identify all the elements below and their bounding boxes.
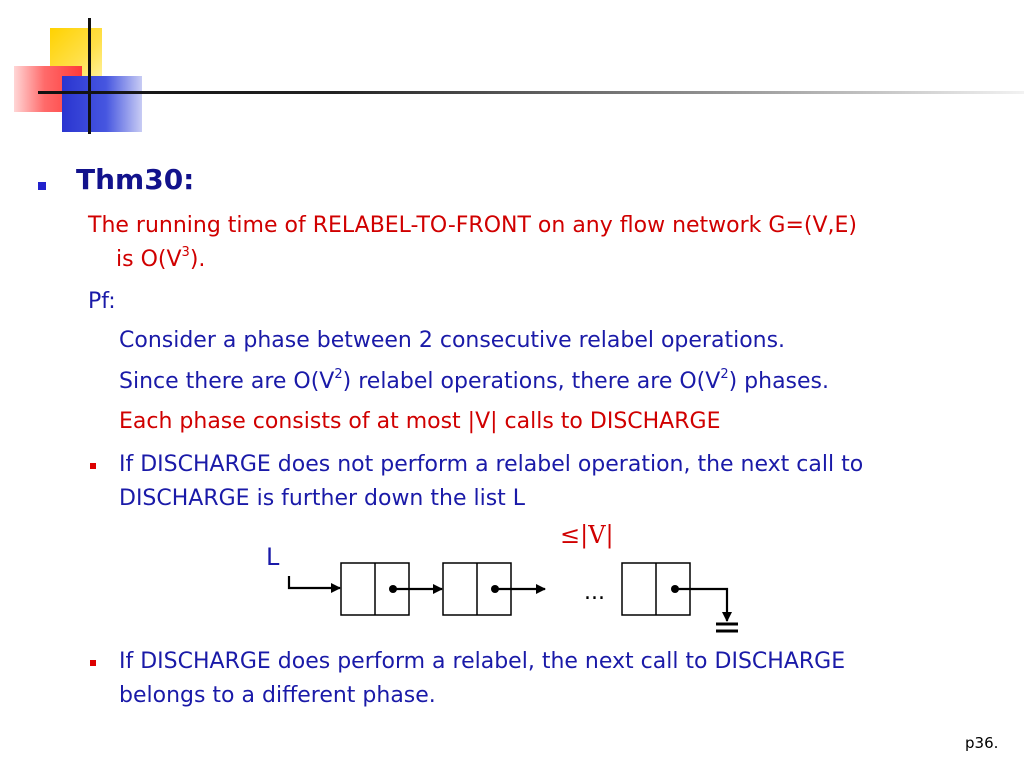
theorem-line-1: The running time of RELABEL-TO-FRONT on … <box>88 213 857 238</box>
bullet-2-line-2: belongs to a different phase. <box>119 683 436 708</box>
list-label-l: L <box>266 543 280 571</box>
proof-line-each-phase: Each phase consists of at most |V| calls… <box>119 409 721 434</box>
since-part-a: Since there are O(V <box>119 369 335 394</box>
since-part-b: ) relabel operations, there are O(V <box>342 369 721 394</box>
list-ellipsis: ... <box>584 580 605 605</box>
proof-label: Pf: <box>88 289 116 314</box>
since-exponent-2: 2 <box>720 366 729 382</box>
since-exponent-1: 2 <box>334 366 343 382</box>
proof-line-since: Since there are O(V2) relabel operations… <box>119 367 829 397</box>
nil-pointer-arrow <box>675 587 732 622</box>
slide-title: Thm30: <box>76 163 195 196</box>
bullet-1-icon <box>90 463 96 469</box>
theorem-line-2: is O(V3). <box>116 245 205 275</box>
header-rule <box>38 91 1024 94</box>
theorem-line-2-suffix: ). <box>189 247 206 272</box>
proof-line-consider: Consider a phase between 2 consecutive r… <box>119 328 786 353</box>
bullet-1-line-1: If DISCHARGE does not perform a relabel … <box>119 452 864 477</box>
page-number: p36. <box>965 734 999 752</box>
head-pointer-arrow <box>287 576 341 593</box>
bullet-1-line-2: DISCHARGE is further down the list L <box>119 486 526 511</box>
logo-blue-square <box>62 76 142 132</box>
nil-ground-icon <box>716 622 738 633</box>
logo-vertical-line <box>88 18 91 134</box>
title-bullet-icon <box>38 182 46 190</box>
theorem-line-2-prefix: is O(V <box>116 247 182 272</box>
theorem-exponent: 3 <box>181 244 190 260</box>
bound-label: ≤|V| <box>560 521 614 549</box>
bullet-2-line-1: If DISCHARGE does perform a relabel, the… <box>119 649 846 674</box>
bullet-2-icon <box>90 660 96 666</box>
since-part-c: ) phases. <box>728 369 830 394</box>
